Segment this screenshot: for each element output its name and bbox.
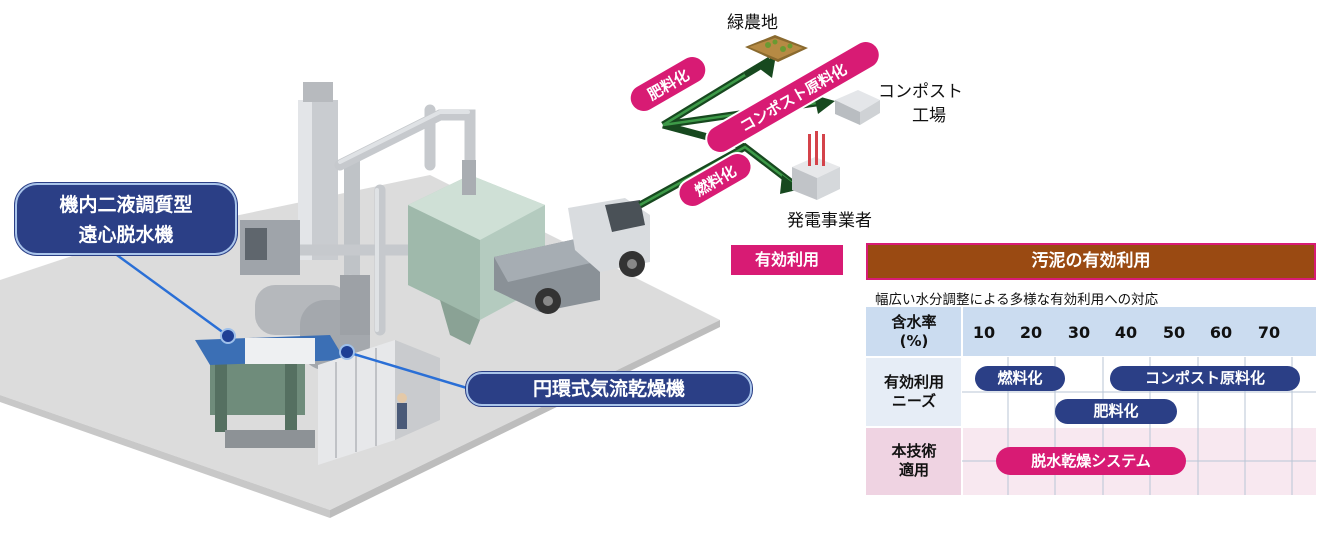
callout-connectors <box>109 248 468 390</box>
panel-header: 汚泥の有効利用 <box>866 243 1316 280</box>
row-header-needs-line2: ニーズ <box>891 392 937 410</box>
destination-power-producer: 発電事業者 <box>787 211 872 231</box>
destination-green-farmland: 緑農地 <box>727 13 778 33</box>
moisture-value: 10 <box>972 323 996 342</box>
centrifuge-callout-line2: 遠心脱水機 <box>78 224 174 246</box>
moisture-value: 20 <box>1019 323 1043 342</box>
centrifuge-callout-line1: 機内二液調質型 <box>59 194 193 216</box>
moisture-value: 70 <box>1257 323 1281 342</box>
need-pill-fuel: 燃料化 <box>975 366 1065 391</box>
power-plant-icon <box>792 131 840 200</box>
dump-truck <box>494 198 650 314</box>
row-header-technology-line2: 適用 <box>898 461 929 479</box>
need-pill-fertilizer: 肥料化 <box>1055 399 1177 424</box>
dryer-callout: 円環式気流乾燥機 <box>466 372 752 406</box>
moisture-value: 50 <box>1162 323 1186 342</box>
row-header-technology: 本技術適用 <box>866 427 962 495</box>
centrifuge-frame <box>195 335 345 448</box>
operator-figure <box>397 393 407 429</box>
farmland-icon <box>745 35 808 62</box>
row-header-technology-line1: 本技術 <box>891 442 937 460</box>
need-pill-compost: コンポスト原料化 <box>1110 366 1300 391</box>
destination-compost-plant-line1: コンポスト <box>878 82 963 102</box>
moisture-value: 60 <box>1209 323 1233 342</box>
route-pill-fuel: 燃料化 <box>677 152 753 208</box>
moisture-value: 30 <box>1067 323 1091 342</box>
row-header-moisture-line1: 含水率 <box>891 313 937 331</box>
effective-use-badge: 有効利用 <box>731 245 843 275</box>
row-header-needs: 有効利用ニーズ <box>866 357 962 427</box>
exhaust-stack <box>298 82 360 290</box>
moisture-value: 40 <box>1114 323 1138 342</box>
destination-compost-plant-line2: 工場 <box>912 106 946 126</box>
technology-pill-dewatering-drying: 脱水乾燥システム <box>996 447 1186 475</box>
panel-subtitle: 幅広い水分調整による多様な有効利用への対応 <box>875 292 1159 308</box>
row-header-needs-line1: 有効利用 <box>883 373 944 391</box>
compost-plant-icon <box>835 90 880 125</box>
row-header-moisture-line2: (%) <box>899 332 929 350</box>
row-header-moisture: 含水率(%) <box>866 307 962 357</box>
centrifuge-callout: 機内二液調質型 遠心脱水機 <box>15 183 237 255</box>
